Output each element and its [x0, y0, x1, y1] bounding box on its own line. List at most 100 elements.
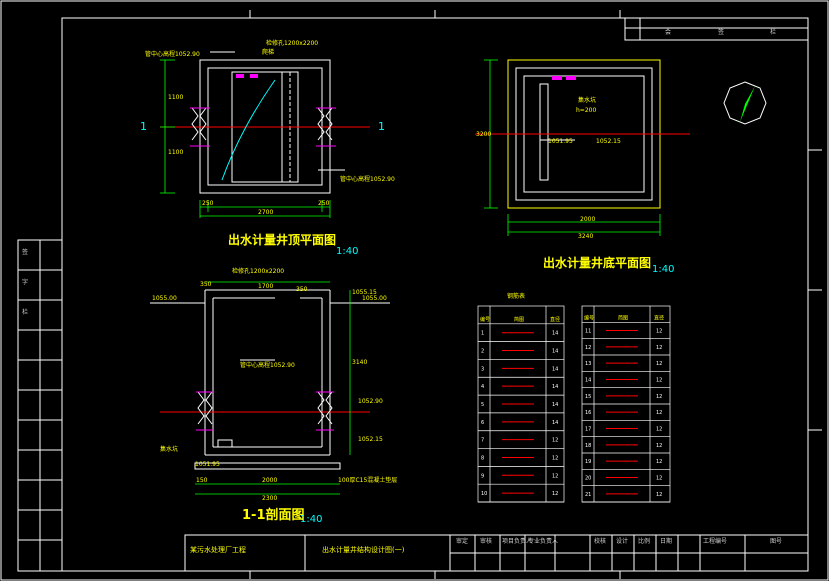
section-dim-height: 3140 [352, 359, 368, 366]
revision-char-3: 栏 [770, 29, 777, 36]
rebar-right-id-cell: 14 [585, 378, 591, 384]
section-elev-top: 1055.15 [352, 289, 377, 296]
rebar-left-id-cell: 8 [481, 455, 484, 461]
plan-top-hatch-label: 检修孔1200x2200 [266, 40, 319, 47]
rebar-left-header-cell: 简图 [514, 316, 524, 323]
plan-top-dim-left: 250 [202, 200, 214, 207]
drawing-name: 出水计量井结构设计图(一) [322, 546, 405, 554]
side-strip-char-1: 签 [22, 249, 29, 256]
plan-top-title: 出水计量井顶平面图 [228, 233, 337, 247]
rebar-right-header-cell: 编号 [584, 314, 594, 321]
plan-bottom-scale: 1:40 [652, 264, 675, 275]
rebar-right-diameter-cell: 12 [656, 410, 662, 416]
plan-top-dim-v2: 1100 [168, 149, 184, 156]
rebar-right-id-cell: 17 [585, 427, 591, 433]
rebar-right-diameter-cell: 12 [656, 443, 662, 449]
section-elev-pipe: 1052.90 [358, 398, 383, 405]
rebar-right-diameter-cell: 12 [656, 345, 662, 351]
section-elev-bottom: 1051.95 [195, 461, 220, 468]
plan-bottom-dim-inner: 2000 [580, 216, 596, 223]
section-elev-mid: 1052.15 [358, 436, 383, 443]
rebar-right-diameter-cell: 12 [656, 329, 662, 335]
side-strip-char-2: 字 [22, 279, 29, 286]
rebar-table-rows: 编号 简图 直径 1 14 2 14 3 14 4 14 5 14 6 14 7 12 8 12 9 12 10 12 编号 简… [478, 314, 670, 503]
rebar-right-id-cell: 13 [585, 361, 591, 367]
rebar-right-id-cell: 11 [585, 329, 591, 335]
project-name: 某污水处理厂工程 [190, 546, 246, 554]
rebar-left-id-cell: 4 [481, 384, 484, 390]
section-dim-top-right: 350 [296, 286, 308, 293]
rebar-left-diameter-cell: 14 [552, 402, 558, 408]
rebar-left-id-cell: 9 [481, 473, 484, 479]
plan-top-dim-total: 2700 [258, 209, 274, 216]
section-scale: 1:40 [300, 514, 323, 525]
rebar-right-diameter-cell: 12 [656, 378, 662, 384]
tb-cell-scale: 比例 [638, 538, 651, 545]
plan-top-ladder-label: 爬梯 [262, 49, 275, 56]
section-dim-bottom-mid: 2000 [262, 477, 278, 484]
tb-cell-discipline-lead: 专业负责人 [528, 538, 559, 545]
rebar-table-title: 钢筋表 [507, 293, 526, 300]
tb-cell-date: 日期 [660, 538, 673, 545]
rebar-left-diameter-cell: 14 [552, 366, 558, 372]
section-hatch-label: 检修孔1200x2200 [232, 268, 285, 275]
section-sump-label: 集水坑 [160, 446, 179, 453]
rebar-left-id-cell: 10 [481, 491, 487, 497]
rebar-left-id-cell: 5 [481, 402, 484, 408]
revision-box [624, 17, 809, 41]
rebar-left-id-cell: 3 [481, 366, 484, 372]
section-cushion-label: 100厚C15混凝土垫层 [338, 477, 398, 484]
rebar-right-id-cell: 15 [585, 394, 591, 400]
rebar-right-diameter-cell: 12 [656, 427, 662, 433]
plan-bottom-elev-left: 1051.95 [548, 138, 573, 145]
tb-cell-design: 设计 [616, 538, 629, 545]
rebar-left-diameter-cell: 12 [552, 491, 558, 497]
rebar-left-diameter-cell: 12 [552, 473, 558, 479]
title-block [184, 534, 809, 572]
rebar-right-header-cell: 简图 [618, 314, 628, 321]
rebar-left-diameter-cell: 12 [552, 438, 558, 444]
plan-top-scale: 1:40 [336, 246, 359, 257]
rebar-right-diameter-cell: 12 [656, 361, 662, 367]
rebar-right-diameter-cell: 12 [656, 459, 662, 465]
rebar-left-diameter-cell: 14 [552, 331, 558, 337]
plan-top-pipe-in-label: 管中心高程1052.90 [145, 51, 200, 58]
rebar-right-id-cell: 20 [585, 476, 591, 482]
rebar-right-id-cell: 21 [585, 492, 591, 498]
plan-bottom-sump-depth: h=200 [576, 107, 597, 114]
rebar-left-header-cell: 编号 [480, 316, 490, 323]
rebar-left-id-cell: 1 [481, 331, 484, 337]
rebar-left-header-cell: 直径 [550, 316, 560, 323]
plan-top-view [160, 51, 370, 218]
tb-cell-approve: 审定 [456, 538, 469, 545]
side-strip [17, 239, 63, 572]
plan-top-dim-right: 250 [318, 200, 330, 207]
section-mark-left: 1 [140, 120, 147, 133]
plan-top-pipe-out-label: 管中心高程1052.90 [340, 176, 395, 183]
section-title: 1-1剖面图 [242, 508, 305, 523]
rebar-right-id-cell: 18 [585, 443, 591, 449]
plan-bottom-view [475, 59, 690, 236]
section-dim-top-mid: 1700 [258, 283, 274, 290]
tb-cell-review: 审核 [480, 538, 493, 545]
rebar-left-id-cell: 6 [481, 420, 484, 426]
rebar-left-id-cell: 7 [481, 438, 484, 444]
section-dim-top-left: 350 [200, 281, 212, 288]
revision-char-1: 会 [665, 29, 672, 36]
rebar-left-id-cell: 2 [481, 349, 484, 355]
rebar-right-id-cell: 12 [585, 345, 591, 351]
section-pipe-label: 管中心高程1052.90 [240, 362, 295, 369]
plan-bottom-dim-v: 3200 [476, 131, 492, 138]
rebar-right-id-cell: 16 [585, 410, 591, 416]
rebar-right-header-cell: 直径 [654, 314, 664, 321]
rebar-right-id-cell: 19 [585, 459, 591, 465]
section-view [150, 281, 390, 495]
side-strip-char-3: 栏 [22, 309, 29, 316]
rebar-left-diameter-cell: 14 [552, 349, 558, 355]
rebar-left-diameter-cell: 14 [552, 420, 558, 426]
plan-bottom-elev-right: 1052.15 [596, 138, 621, 145]
rebar-right-diameter-cell: 12 [656, 492, 662, 498]
plan-bottom-dim-total: 3240 [578, 233, 594, 240]
